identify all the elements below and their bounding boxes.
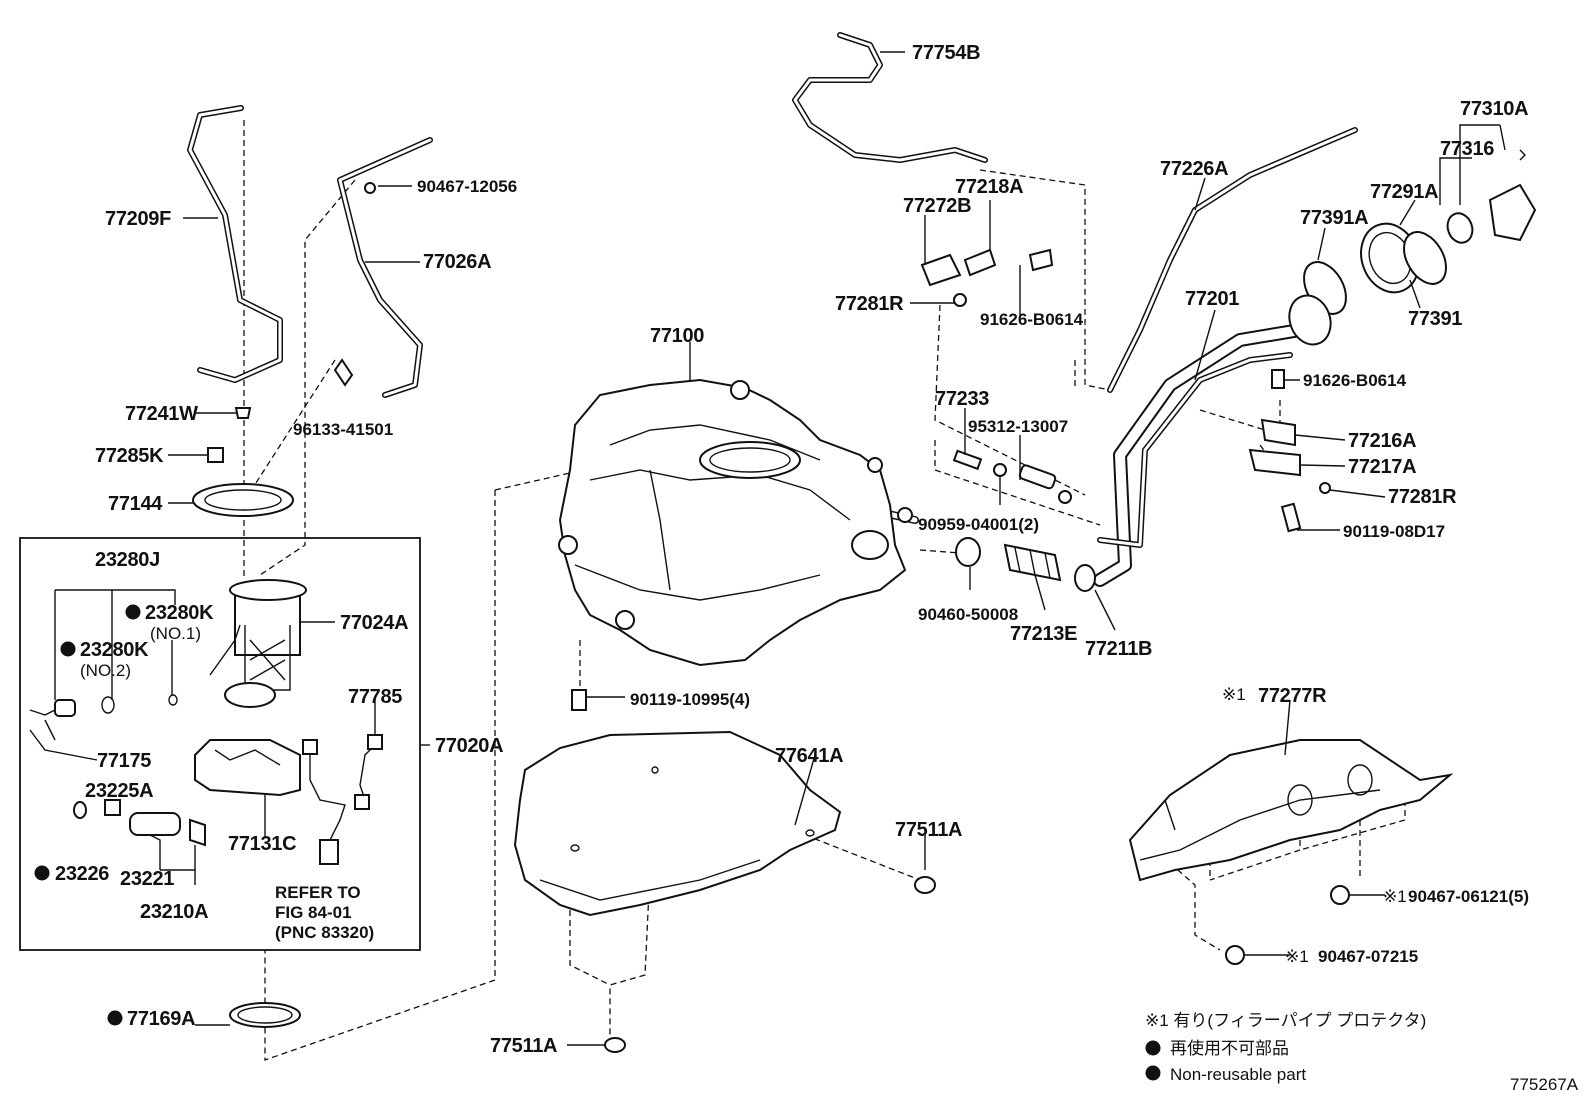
label-77272B: 77272B [903,195,971,217]
label-77277R: 77277R [1258,685,1327,707]
label-77391: 77391 [1408,308,1462,330]
label-90460-50008: 90460-50008 [918,605,1018,624]
label-90467-06121-prefix: ※1 [1383,887,1407,906]
label-77291A: 77291A [1370,181,1438,203]
label-77211B: 77211B [1085,638,1152,660]
label-23221: 23221 [120,868,174,890]
label-77281R-right: 77281R [1388,486,1457,508]
label-90467-07215: 90467-07215 [1318,947,1418,966]
figure-id: 775267A [1510,1075,1579,1094]
label-77144: 77144 [108,493,163,515]
non-reusable-marker-icon [34,865,50,881]
label-77511A-right: 77511A [895,819,962,841]
label-23280J: 23280J [95,549,160,571]
label-77391A: 77391A [1300,207,1368,229]
label-23210A: 23210A [140,901,208,923]
label-77785: 77785 [348,686,402,708]
label-95312-13007: 95312-13007 [968,417,1068,436]
part-labels: 77754B 77310A 77209F 90467-12056 77026A … [34,42,1529,1057]
refer-note-line1: REFER TO [275,883,361,902]
tank-protector-cover [513,730,842,917]
label-77213E: 77213E [1010,623,1077,645]
label-90467-07215-prefix: ※1 [1285,947,1309,966]
label-77217A: 77217A [1348,456,1416,478]
label-23280K-no1: 23280K [145,602,214,624]
label-77241W: 77241W [125,403,198,425]
label-77201: 77201 [1185,288,1239,310]
filler-pipe-protector [1128,739,1454,965]
label-77641A: 77641A [775,745,843,767]
legend-note-1: ※1 有り(フィラーパイプ プロテクタ) [1145,1011,1426,1030]
label-77310A: 77310A [1460,98,1528,120]
label-90119-08D17: 90119-08D17 [1343,522,1445,541]
label-77277R-prefix: ※1 [1222,685,1246,704]
fuel-tank [558,378,913,667]
label-77316: 77316 [1440,138,1494,160]
label-77218A: 77218A [955,176,1023,198]
label-77216A: 77216A [1348,430,1416,452]
label-23280K-no1-note: (NO.1) [150,624,201,643]
refer-note-line3: (PNC 83320) [275,923,374,942]
label-23225A: 23225A [85,780,153,802]
label-77026A: 77026A [423,251,491,273]
label-77169A: 77169A [127,1008,195,1030]
label-77131C: 77131C [228,833,296,855]
leader-lines [29,51,1506,1046]
refer-note-line2: FIG 84-01 [275,903,352,922]
label-77175: 77175 [97,750,151,772]
non-reusable-marker-icon [107,1010,123,1026]
label-90119-10995: 90119-10995(4) [630,690,750,709]
label-77233: 77233 [935,388,989,410]
label-91626-B0614-right: 91626-B0614 [1303,371,1407,390]
label-77100: 77100 [650,325,704,347]
label-90467-12056: 90467-12056 [417,177,517,196]
label-91626-B0614-top: 91626-B0614 [980,310,1084,329]
legend-non-reusable-jp: 再使用不可部品 [1170,1038,1289,1058]
label-77024A: 77024A [340,612,408,634]
label-77226A: 77226A [1160,158,1228,180]
label-23280K-no2: 23280K [80,639,149,661]
legend-non-reusable-en: Non-reusable part [1170,1065,1306,1084]
label-90467-06121: 90467-06121(5) [1408,887,1529,906]
label-77281R-top: 77281R [835,293,904,315]
label-77285K: 77285K [95,445,164,467]
label-77754B: 77754B [912,42,980,64]
label-23280K-no2-note: (NO.2) [80,661,131,680]
label-90959-04001: 90959-04001(2) [918,515,1039,534]
legend: ※1 有り(フィラーパイプ プロテクタ) 再使用不可部品 Non-reusabl… [1145,1011,1426,1084]
non-reusable-marker-icon [125,604,141,620]
label-96133-41501: 96133-41501 [293,420,393,439]
small-parts [192,149,1537,1053]
non-reusable-marker-icon [60,641,76,657]
label-77209F: 77209F [105,208,171,230]
pipes [187,32,1358,587]
non-reusable-marker-icon [1145,1065,1161,1081]
label-77511A-bottom: 77511A [490,1035,557,1057]
label-23226: 23226 [55,863,109,885]
non-reusable-marker-icon [1145,1040,1161,1056]
label-77020A: 77020A [435,735,503,757]
dashed-guide-lines [243,120,1406,1061]
